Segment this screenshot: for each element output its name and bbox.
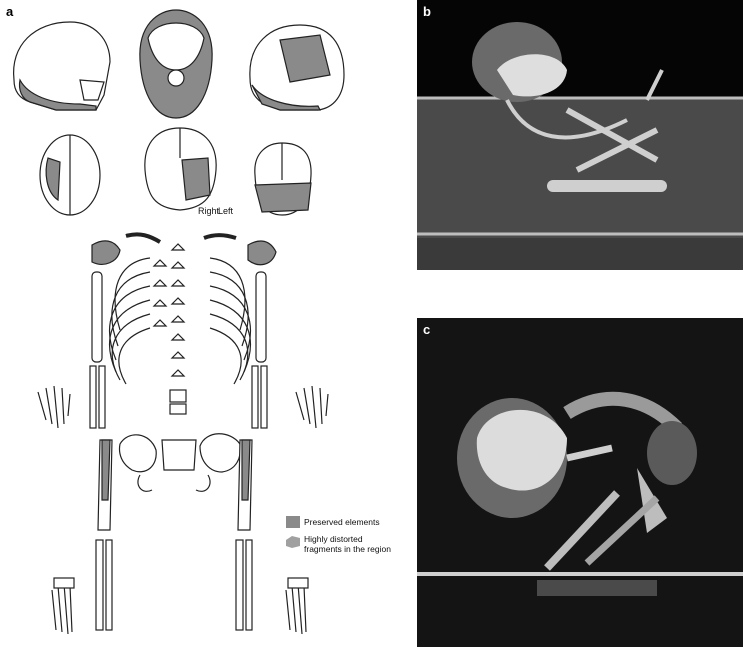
panel-c-ct-render: c bbox=[417, 318, 743, 647]
panel-b-ct-render: b bbox=[417, 0, 743, 270]
vertebral-column bbox=[154, 244, 186, 414]
ribs-left bbox=[210, 258, 250, 384]
foot-left bbox=[286, 578, 308, 634]
panel-c-label: c bbox=[423, 322, 430, 337]
forearm-left-2 bbox=[261, 366, 267, 428]
fibula-left bbox=[246, 540, 252, 630]
ct-render-b bbox=[417, 0, 743, 270]
ct-render-c bbox=[417, 318, 743, 647]
panel-a-skeleton-diagram: a bbox=[0, 0, 410, 647]
skull-inferior bbox=[140, 10, 212, 118]
legend-swatch-distorted bbox=[286, 536, 300, 548]
ribs-right bbox=[110, 258, 150, 384]
panel-b-label: b bbox=[423, 4, 431, 19]
humerus-right bbox=[92, 272, 102, 362]
ilium-left bbox=[200, 434, 240, 472]
ischium-right bbox=[138, 475, 152, 491]
ischium-left bbox=[196, 475, 210, 491]
hand-left bbox=[296, 386, 328, 428]
panel-a-label: a bbox=[6, 4, 13, 19]
skull-posterior bbox=[255, 143, 311, 215]
legend-distorted-label-line1: Highly distorted bbox=[304, 534, 363, 544]
scapula-left bbox=[248, 241, 276, 265]
sacrum bbox=[162, 440, 196, 470]
foot-right bbox=[52, 578, 74, 634]
legend-swatch-preserved bbox=[286, 516, 300, 528]
fibula-right bbox=[106, 540, 112, 630]
tibia-right bbox=[96, 540, 103, 630]
clavicle-right bbox=[126, 234, 160, 242]
skull-anterior bbox=[145, 128, 216, 210]
femur-right-preserved bbox=[102, 440, 110, 500]
scapula-right bbox=[92, 241, 120, 264]
forearm-right-1 bbox=[90, 366, 96, 428]
clavicle-left bbox=[204, 235, 236, 238]
label-left: Left bbox=[218, 206, 233, 216]
forearm-left-1 bbox=[252, 366, 258, 428]
tibia-left bbox=[236, 540, 243, 630]
hand-right bbox=[38, 386, 70, 428]
skull-lateral-left bbox=[250, 25, 344, 110]
forearm-right-2 bbox=[99, 366, 105, 428]
skull-lateral-right bbox=[14, 22, 110, 110]
legend-distorted-label-line2: fragments in the region bbox=[304, 544, 391, 554]
ilium-right bbox=[120, 435, 157, 472]
label-right: Right bbox=[198, 206, 219, 216]
femur-left-preserved bbox=[242, 440, 250, 500]
skull-superior bbox=[40, 135, 100, 215]
legend-preserved-label: Preserved elements bbox=[304, 517, 380, 527]
humerus-left bbox=[256, 272, 266, 362]
